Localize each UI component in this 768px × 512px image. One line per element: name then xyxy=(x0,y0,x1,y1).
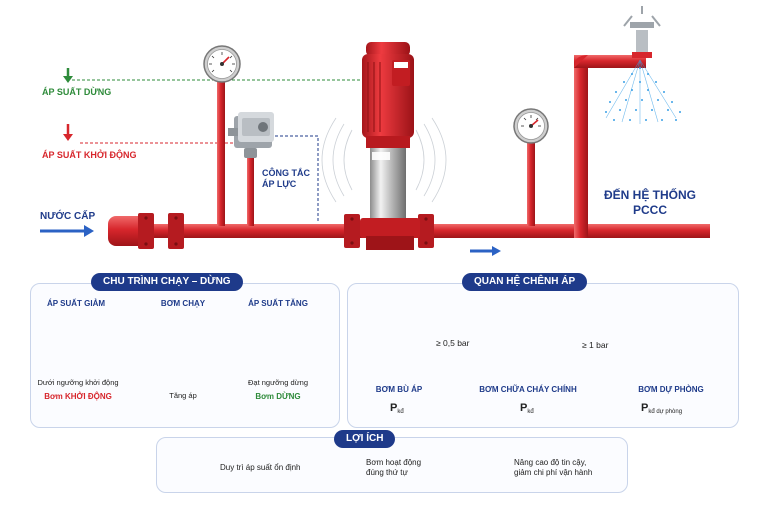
cycle-step1-caption: Dưới ngưỡng khởi động xyxy=(37,378,119,387)
top-pipe xyxy=(574,55,646,68)
to-system-label-1: ĐẾN HỆ THỐNG xyxy=(603,188,696,202)
pressure-start-label: ÁP SUẤT KHỞI ĐỘNG xyxy=(42,150,137,160)
cycle-step1-title: ÁP SUẤT GIẢM xyxy=(46,299,106,308)
cycle-step2-title: BƠM CHẠY xyxy=(160,299,206,308)
pressure-switch-label-1: CÔNG TẮC xyxy=(262,168,310,178)
pressure-switch xyxy=(228,112,274,158)
pressure-stop-label: ÁP SUẤT DỪNG xyxy=(42,87,112,97)
riser-pipe xyxy=(574,55,588,238)
cycle-step3-title: ÁP SUẤT TĂNG xyxy=(248,299,308,308)
cycle-step1-status: Bơm KHỞI ĐỘNG xyxy=(44,392,112,401)
pump3-sub: kđ dự phòng xyxy=(648,409,683,415)
cycle-title: CHU TRÌNH CHẠY – DỪNG xyxy=(91,273,243,291)
relation-panel xyxy=(347,283,739,428)
pump3-name: BƠM DỰ PHÒNG xyxy=(638,385,704,394)
pump1-sym: P xyxy=(390,402,398,414)
benefit-3-line1: Nâng cao độ tin cậy, xyxy=(514,458,587,467)
pump1-pressure: Pkđ xyxy=(390,402,404,419)
pump1-sub: kđ xyxy=(397,409,404,415)
flange xyxy=(418,214,434,248)
pump2-sym: P xyxy=(520,402,528,414)
pump3-sym: P xyxy=(641,402,649,414)
diff-1-label: ≥ 0,5 bar xyxy=(436,338,470,348)
flange xyxy=(138,213,154,249)
vertical-multistage-pump xyxy=(321,42,447,250)
cycle-step3-status: Bơm DỪNG xyxy=(255,392,301,401)
pump2-pressure: Pkđ xyxy=(520,402,534,419)
benefit-1: Duy trì áp suất ổn định xyxy=(220,463,301,472)
benefits-title: LỢI ÍCH xyxy=(334,430,396,448)
pump3-pressure: Pkđ dự phòng xyxy=(641,402,682,419)
gauge-stem-right xyxy=(527,140,535,226)
pump2-sub: kđ xyxy=(527,409,534,415)
switch-dashed-line xyxy=(270,135,319,222)
relation-title: QUAN HỆ CHÊNH ÁP xyxy=(462,273,588,291)
benefits-panel xyxy=(156,437,628,493)
sprinkler-head xyxy=(605,6,681,124)
benefit-3-line2: giảm chi phí vận hành xyxy=(514,468,593,477)
arrow-down-green-icon xyxy=(63,68,73,83)
supply-water-label: NƯỚC CẤP xyxy=(40,211,96,222)
flange xyxy=(168,213,184,249)
pump2-name: BƠM CHỮA CHÁY CHÍNH xyxy=(479,385,577,394)
benefit-2-line1: Bơm hoạt động xyxy=(366,458,422,467)
pressure-switch-label-2: ÁP LỰC xyxy=(262,179,297,189)
cycle-step2-caption: Tăng áp xyxy=(169,391,197,400)
switch-stem xyxy=(247,148,254,226)
benefit-2-line2: đúng thứ tự xyxy=(366,468,408,477)
flange xyxy=(344,214,360,248)
pump1-name: BƠM BÙ ÁP xyxy=(375,385,423,394)
gauge-stem-left xyxy=(217,80,225,226)
diff-2-label: ≥ 1 bar xyxy=(582,340,609,350)
pressure-gauge-top-left xyxy=(203,45,241,83)
cycle-panel xyxy=(30,283,340,428)
pressure-gauge-right xyxy=(513,108,549,144)
arrow-down-red-icon xyxy=(63,124,73,141)
cycle-step3-caption: Đạt ngưỡng dừng xyxy=(248,378,308,387)
to-system-label-2: PCCC xyxy=(632,203,667,217)
